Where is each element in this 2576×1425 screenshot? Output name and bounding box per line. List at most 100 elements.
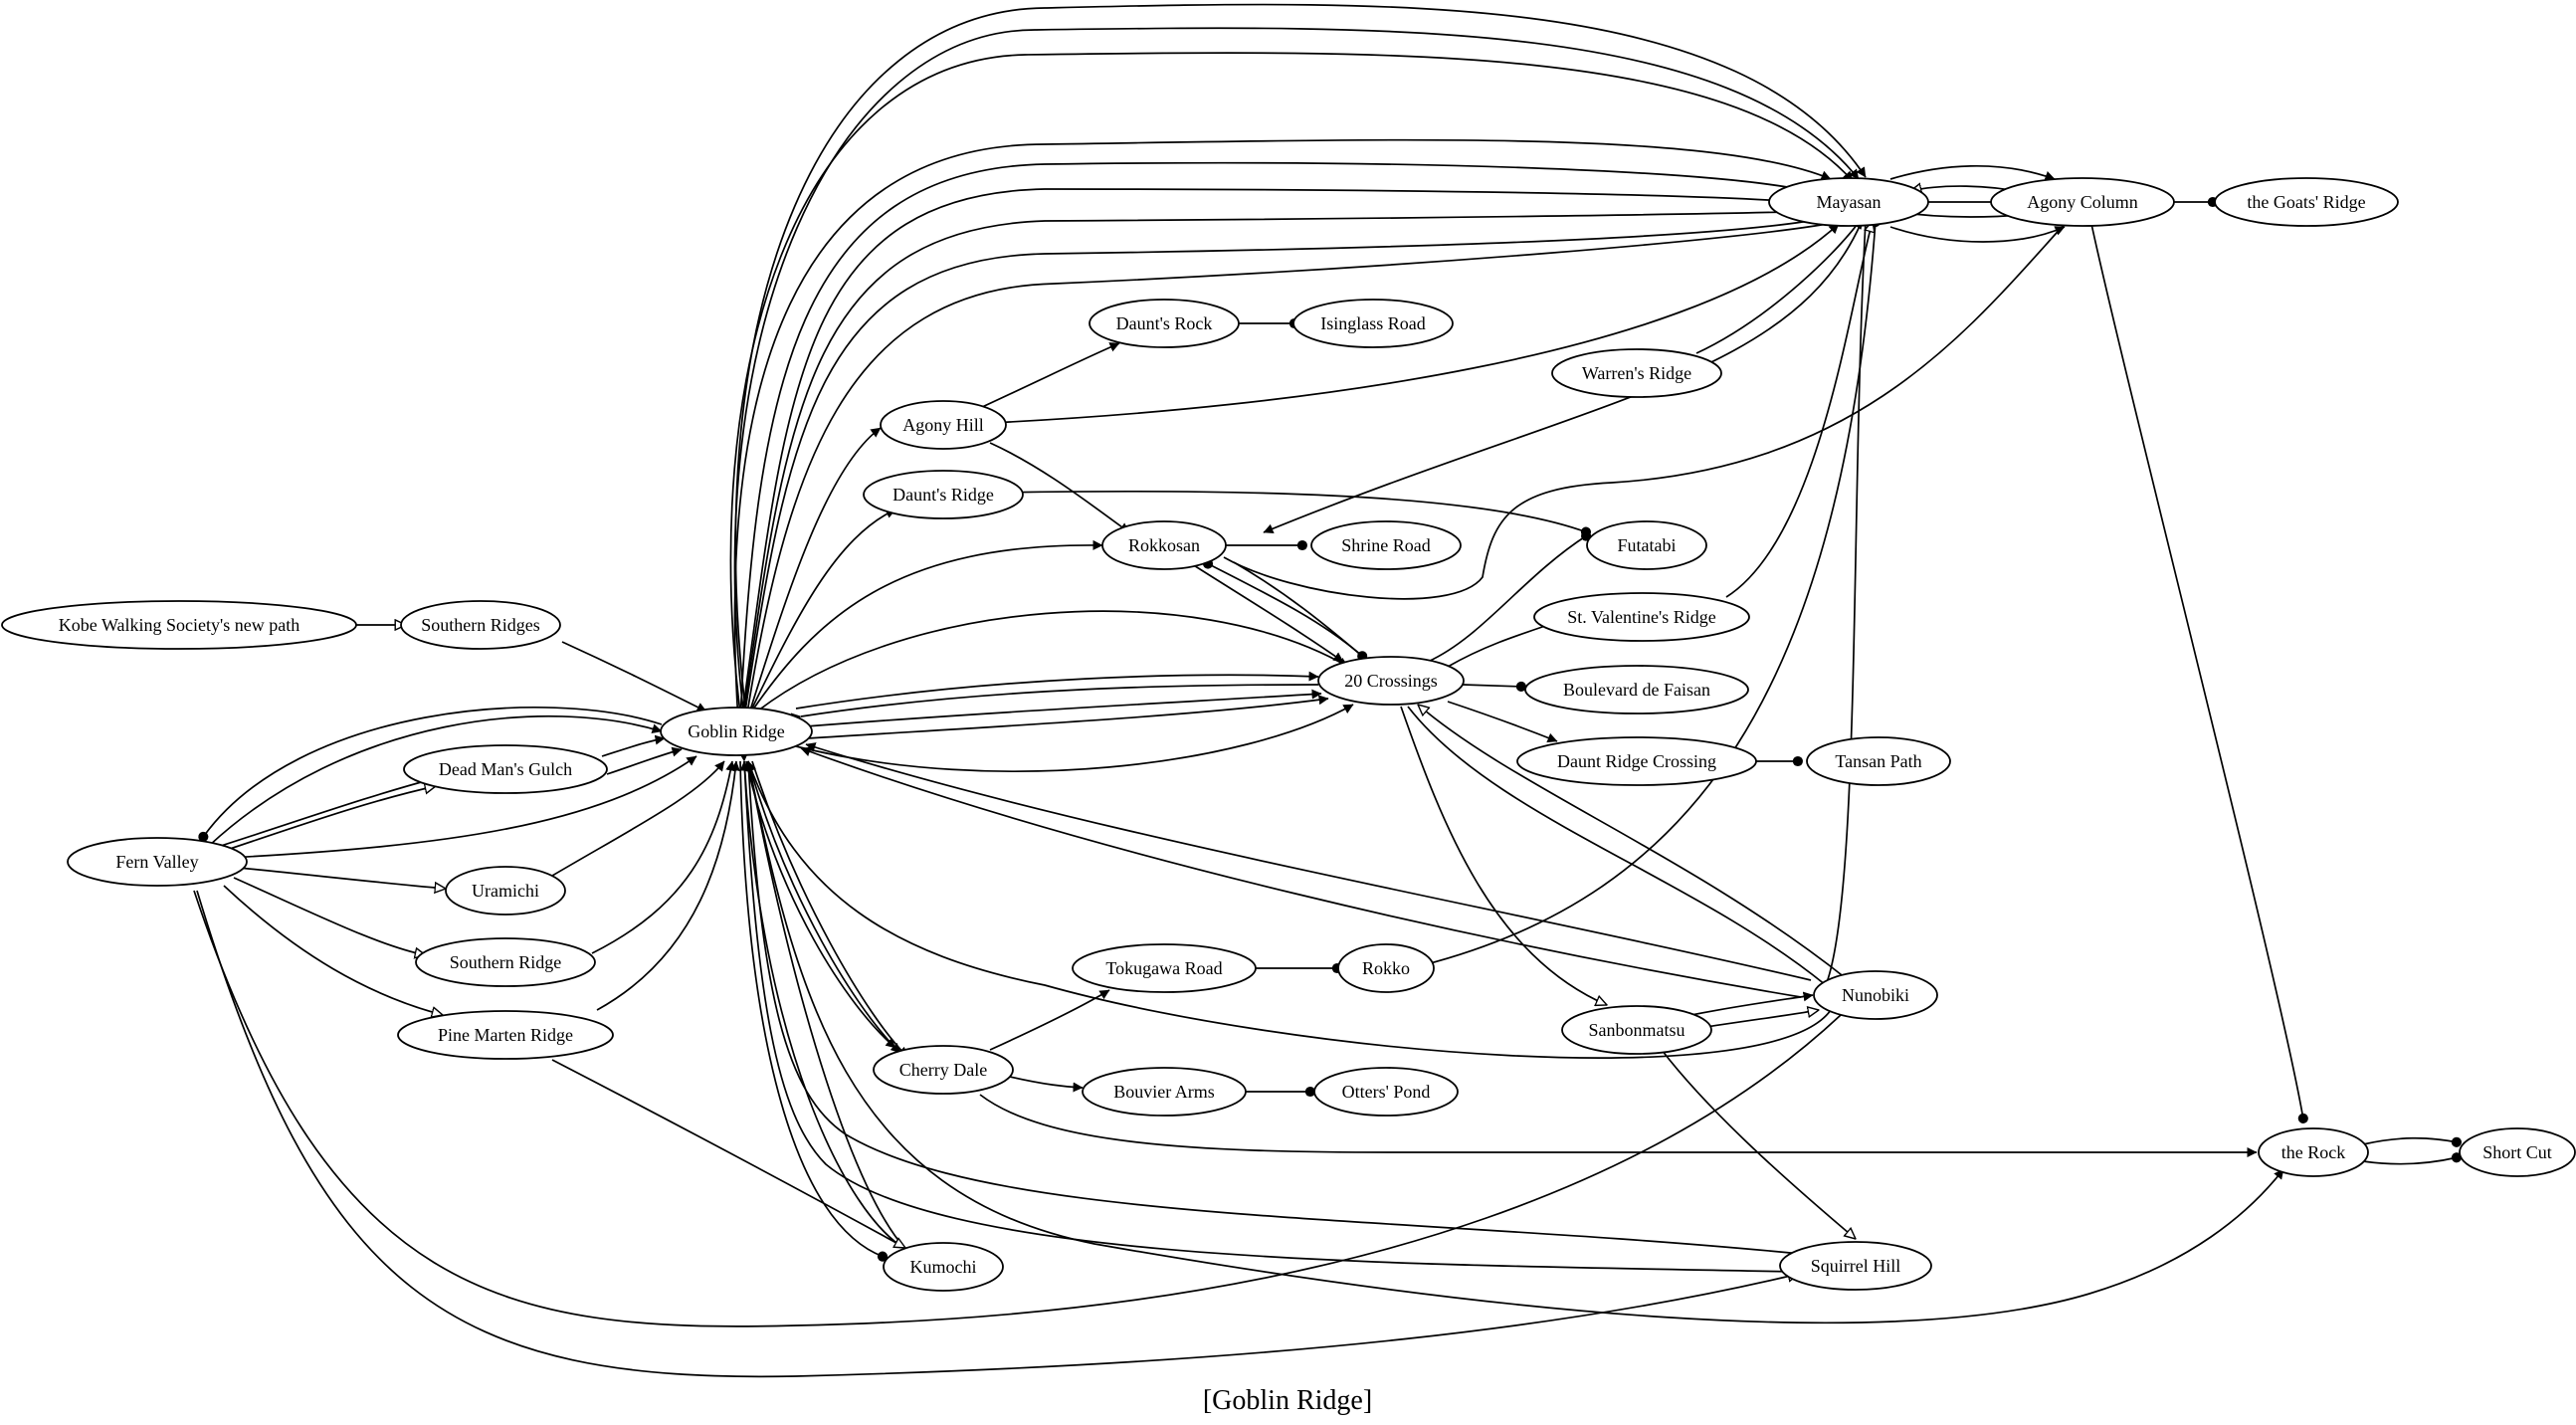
node-label: Agony Column [2027, 192, 2138, 212]
node-label: Dead Man's Gulch [439, 759, 572, 779]
node-cherry-dale[interactable]: Cherry Dale [873, 1045, 1014, 1095]
edge [805, 742, 1812, 981]
edge [233, 877, 426, 955]
edge [2362, 1152, 2462, 1165]
node-label: Rokko [1362, 958, 1410, 978]
node-agony-hill[interactable]: Agony Hill [880, 400, 1007, 450]
node-label: Kumochi [910, 1257, 977, 1277]
node-warrens-ridge[interactable]: Warren's Ridge [1551, 348, 1722, 398]
node-squirrel-hill[interactable]: Squirrel Hill [1779, 1241, 1932, 1291]
edge [1400, 706, 1607, 1005]
edge [751, 760, 908, 1058]
node-southern-ridges[interactable]: Southern Ridges [400, 600, 561, 650]
node-otters-pond[interactable]: Otters' Pond [1313, 1067, 1459, 1117]
node-goats-ridge[interactable]: the Goats' Ridge [2214, 177, 2399, 227]
node-rokkosan[interactable]: Rokkosan [1101, 520, 1227, 570]
node-rokko[interactable]: Rokko [1337, 943, 1435, 993]
node-label: Mayasan [1817, 192, 1882, 212]
edge [979, 342, 1120, 409]
edge [596, 760, 740, 1011]
edge [1422, 217, 1881, 966]
node-fern-valley[interactable]: Fern Valley [67, 837, 248, 887]
edge [795, 704, 1354, 772]
edge [591, 760, 736, 954]
edge [1889, 165, 2056, 181]
node-label: Nunobiki [1842, 985, 1909, 1005]
node-label: Southern Ridges [421, 615, 540, 635]
edge [1447, 620, 1558, 668]
edge [743, 760, 1802, 1255]
edge [561, 641, 707, 712]
edge [979, 1094, 2258, 1157]
node-southern-ridge[interactable]: Southern Ridge [415, 937, 596, 987]
edge [2090, 223, 2308, 1123]
node-pine-marten-ridge[interactable]: Pine Marten Ridge [397, 1010, 614, 1060]
edge [1418, 705, 1847, 979]
edge [1009, 1076, 1084, 1093]
edge [198, 706, 663, 842]
node-label: Sanbonmatsu [1589, 1020, 1685, 1040]
edge [2362, 1136, 2462, 1147]
node-shrine-road[interactable]: Shrine Road [1310, 520, 1462, 570]
node-label: Short Cut [2482, 1142, 2552, 1162]
node-kumochi[interactable]: Kumochi [883, 1242, 1004, 1292]
edge [738, 751, 906, 1250]
node-daunts-ridge[interactable]: Daunt's Ridge [863, 470, 1024, 519]
node-goblin-ridge[interactable]: Goblin Ridge [660, 707, 813, 756]
node-label: 20 Crossings [1344, 671, 1438, 691]
edge [746, 760, 1832, 1059]
edge [734, 188, 1822, 733]
node-20-crossings[interactable]: 20 Crossings [1317, 656, 1465, 706]
node-tokugawa-road[interactable]: Tokugawa Road [1072, 943, 1257, 993]
edge [805, 689, 1322, 727]
edge [1202, 558, 1364, 658]
edge [208, 714, 663, 847]
node-label: Agony Hill [902, 415, 984, 435]
edge [735, 210, 1824, 734]
node-label: Daunt's Rock [1116, 313, 1213, 333]
edge [800, 746, 1802, 998]
edge [1690, 991, 1814, 1016]
node-label: Tansan Path [1835, 751, 1921, 771]
edge [1661, 1049, 1856, 1239]
node-tansan-path[interactable]: Tansan Path [1806, 736, 1951, 786]
node-futatabi[interactable]: Futatabi [1586, 520, 1707, 570]
node-the-rock[interactable]: the Rock [2258, 1127, 2369, 1177]
node-dead-mans-gulch[interactable]: Dead Man's Gulch [403, 744, 608, 794]
edge [238, 867, 446, 889]
node-label: Uramichi [472, 881, 539, 901]
node-kobe-path[interactable]: Kobe Walking Society's new path [1, 600, 357, 650]
graph-caption: [Goblin Ridge] [1203, 1385, 1372, 1416]
node-label: Daunt's Ridge [892, 485, 994, 505]
edge [733, 27, 1860, 719]
node-agony-column[interactable]: Agony Column [1990, 177, 2175, 227]
edge [733, 138, 1832, 722]
node-label: Cherry Dale [899, 1060, 987, 1080]
node-isinglass-road[interactable]: Isinglass Road [1292, 299, 1454, 348]
node-st-valentines-ridge[interactable]: St. Valentine's Ridge [1533, 592, 1750, 642]
node-boulevard-de-faisan[interactable]: Boulevard de Faisan [1524, 665, 1749, 714]
node-daunts-rock[interactable]: Daunt's Rock [1089, 299, 1240, 348]
node-bouvier-arms[interactable]: Bouvier Arms [1082, 1067, 1247, 1117]
edge [989, 223, 1840, 424]
node-label: Fern Valley [115, 852, 198, 872]
edge [193, 890, 1842, 1327]
edge [745, 760, 896, 1049]
node-sanbonmatsu[interactable]: Sanbonmatsu [1561, 1005, 1712, 1055]
edge [739, 760, 889, 1262]
edge [736, 216, 1832, 735]
node-label: Warren's Ridge [1582, 363, 1691, 383]
node-uramichi[interactable]: Uramichi [445, 866, 566, 916]
node-nunobiki[interactable]: Nunobiki [1813, 970, 1938, 1020]
nodes-layer: Mayasan Agony Column the Goats' Ridge Da… [1, 177, 2576, 1292]
node-mayasan[interactable]: Mayasan [1768, 177, 1929, 227]
edge [196, 890, 1799, 1378]
edge [1725, 221, 1873, 598]
node-daunt-ridge-crossing[interactable]: Daunt Ridge Crossing [1516, 736, 1757, 786]
node-short-cut[interactable]: Short Cut [2459, 1127, 2576, 1177]
node-label: Otters' Pond [1342, 1082, 1431, 1102]
edge [1188, 561, 1344, 663]
edge [994, 490, 1592, 537]
edge [606, 746, 683, 775]
